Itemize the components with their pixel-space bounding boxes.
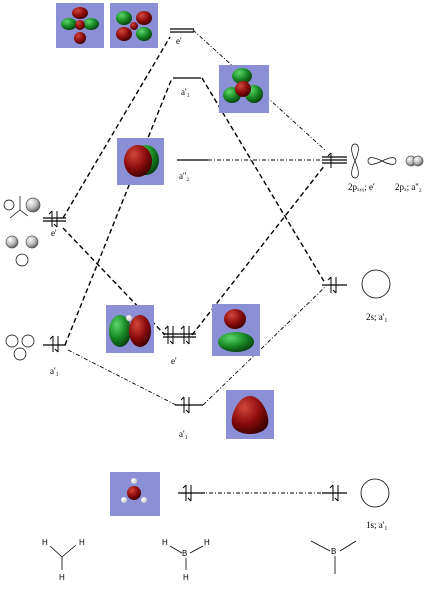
orbital-image-e-top-1 — [56, 3, 104, 48]
ligand-sketch-a1 — [5, 334, 35, 361]
label-e-left: e' — [51, 228, 57, 238]
boron-1s-sketch — [360, 478, 390, 508]
energy-levels — [43, 28, 347, 494]
label-a1-bonding: a'₁ — [179, 429, 188, 439]
structure-b-fragment: B — [310, 540, 357, 574]
electrons-2p — [327, 152, 332, 168]
svg-text:H: H — [59, 573, 65, 582]
electrons-2s — [327, 276, 337, 294]
orbital-image-a1-upper — [219, 65, 269, 113]
boron-2p-sketch — [351, 143, 424, 179]
label-e-top: e' — [176, 36, 182, 46]
svg-text:H: H — [204, 538, 210, 547]
label-a1-left: a'₁ — [50, 366, 59, 376]
ligand-sketch-e-1 — [3, 196, 41, 219]
svg-text:B: B — [182, 549, 187, 558]
ligand-sketch-e-2 — [5, 235, 39, 267]
electrons-e-bonding — [164, 325, 190, 345]
orbital-image-e-bonding-1 — [106, 305, 154, 353]
label-boron-2p: 2pₓ,ᵧ; e' — [348, 182, 375, 193]
orbital-image-a1-bonding — [226, 390, 274, 439]
electrons-e-left — [48, 210, 58, 228]
label-a1-upper: a'₁ — [181, 87, 190, 97]
svg-text:H: H — [42, 538, 48, 547]
corr-line-a1-left-to-a1-upper — [64, 77, 173, 346]
orbital-image-1s — [110, 472, 160, 516]
corr-line-a1-bond-to-2s — [202, 286, 326, 406]
correlation-lines — [62, 29, 326, 494]
label-boron-2pz: 2pₓ; a''₂ — [395, 182, 422, 192]
corr-line-e-left-to-e-top — [62, 36, 171, 219]
svg-text:B: B — [331, 547, 336, 556]
electrons-a1-bonding — [180, 396, 190, 414]
orbital-image-e-bonding-2 — [212, 304, 260, 356]
label-a2: a''₂ — [179, 171, 189, 181]
orbital-image-a2 — [117, 138, 164, 185]
label-e-bonding: e' — [171, 356, 177, 366]
orbital-labels: e' a'₁ a''₂ e' a'₁ e' a'₁ 2pₓ,ᵧ; e' 2pₓ;… — [50, 36, 422, 530]
corr-line-a1-left-to-a1-bond — [67, 349, 177, 406]
label-boron-2s: 2s; a'₁ — [366, 312, 388, 322]
boron-2s-sketch — [361, 269, 391, 299]
svg-text:H: H — [162, 538, 168, 547]
structure-h3-fragment: H H H — [42, 538, 85, 582]
electrons-1s-right — [329, 484, 339, 502]
orbital-image-e-top-2 — [110, 3, 158, 48]
label-boron-1s: 1s; a'₁ — [366, 520, 388, 530]
svg-text:H: H — [79, 538, 85, 547]
electron-arrows — [48, 152, 339, 502]
electrons-a1-left — [49, 335, 59, 353]
structure-bh3: H B H H — [162, 538, 210, 582]
svg-text:H: H — [183, 573, 189, 582]
electrons-1s-left — [182, 484, 192, 502]
corr-line-e-top-to-2p — [192, 29, 326, 151]
